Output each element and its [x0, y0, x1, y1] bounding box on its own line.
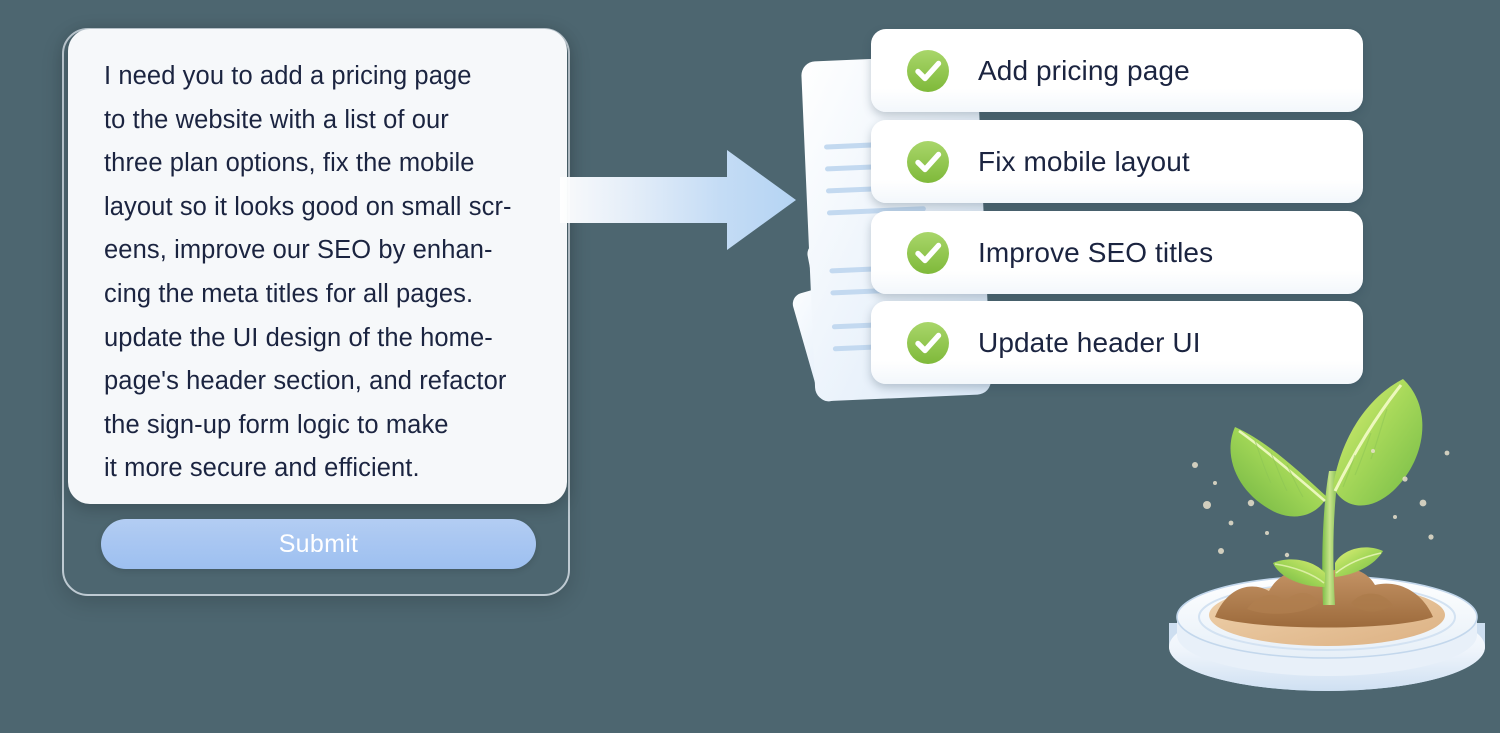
task-label: Fix mobile layout — [978, 145, 1190, 177]
task-label: Update header UI — [978, 326, 1201, 358]
task-card[interactable]: Update header UI — [871, 301, 1363, 384]
prompt-textarea-card[interactable]: I need you to add a pricing page to the … — [68, 29, 567, 504]
check-circle-icon — [906, 321, 950, 365]
task-label: Improve SEO titles — [978, 236, 1214, 268]
task-card[interactable]: Fix mobile layout — [871, 120, 1363, 203]
seedling-in-soil-icon — [1155, 355, 1500, 700]
prompt-text[interactable]: I need you to add a pricing page to the … — [104, 62, 512, 483]
submit-button[interactable]: Submit — [101, 519, 536, 569]
check-circle-icon — [906, 231, 950, 275]
check-circle-icon — [906, 140, 950, 184]
arrow-right-icon — [560, 146, 800, 254]
check-circle-icon — [906, 49, 950, 93]
task-label: Add pricing page — [978, 54, 1190, 86]
task-card[interactable]: Add pricing page — [871, 29, 1363, 112]
task-card[interactable]: Improve SEO titles — [871, 211, 1363, 294]
task-list: Add pricing page Fix mobile layout — [871, 29, 1365, 389]
